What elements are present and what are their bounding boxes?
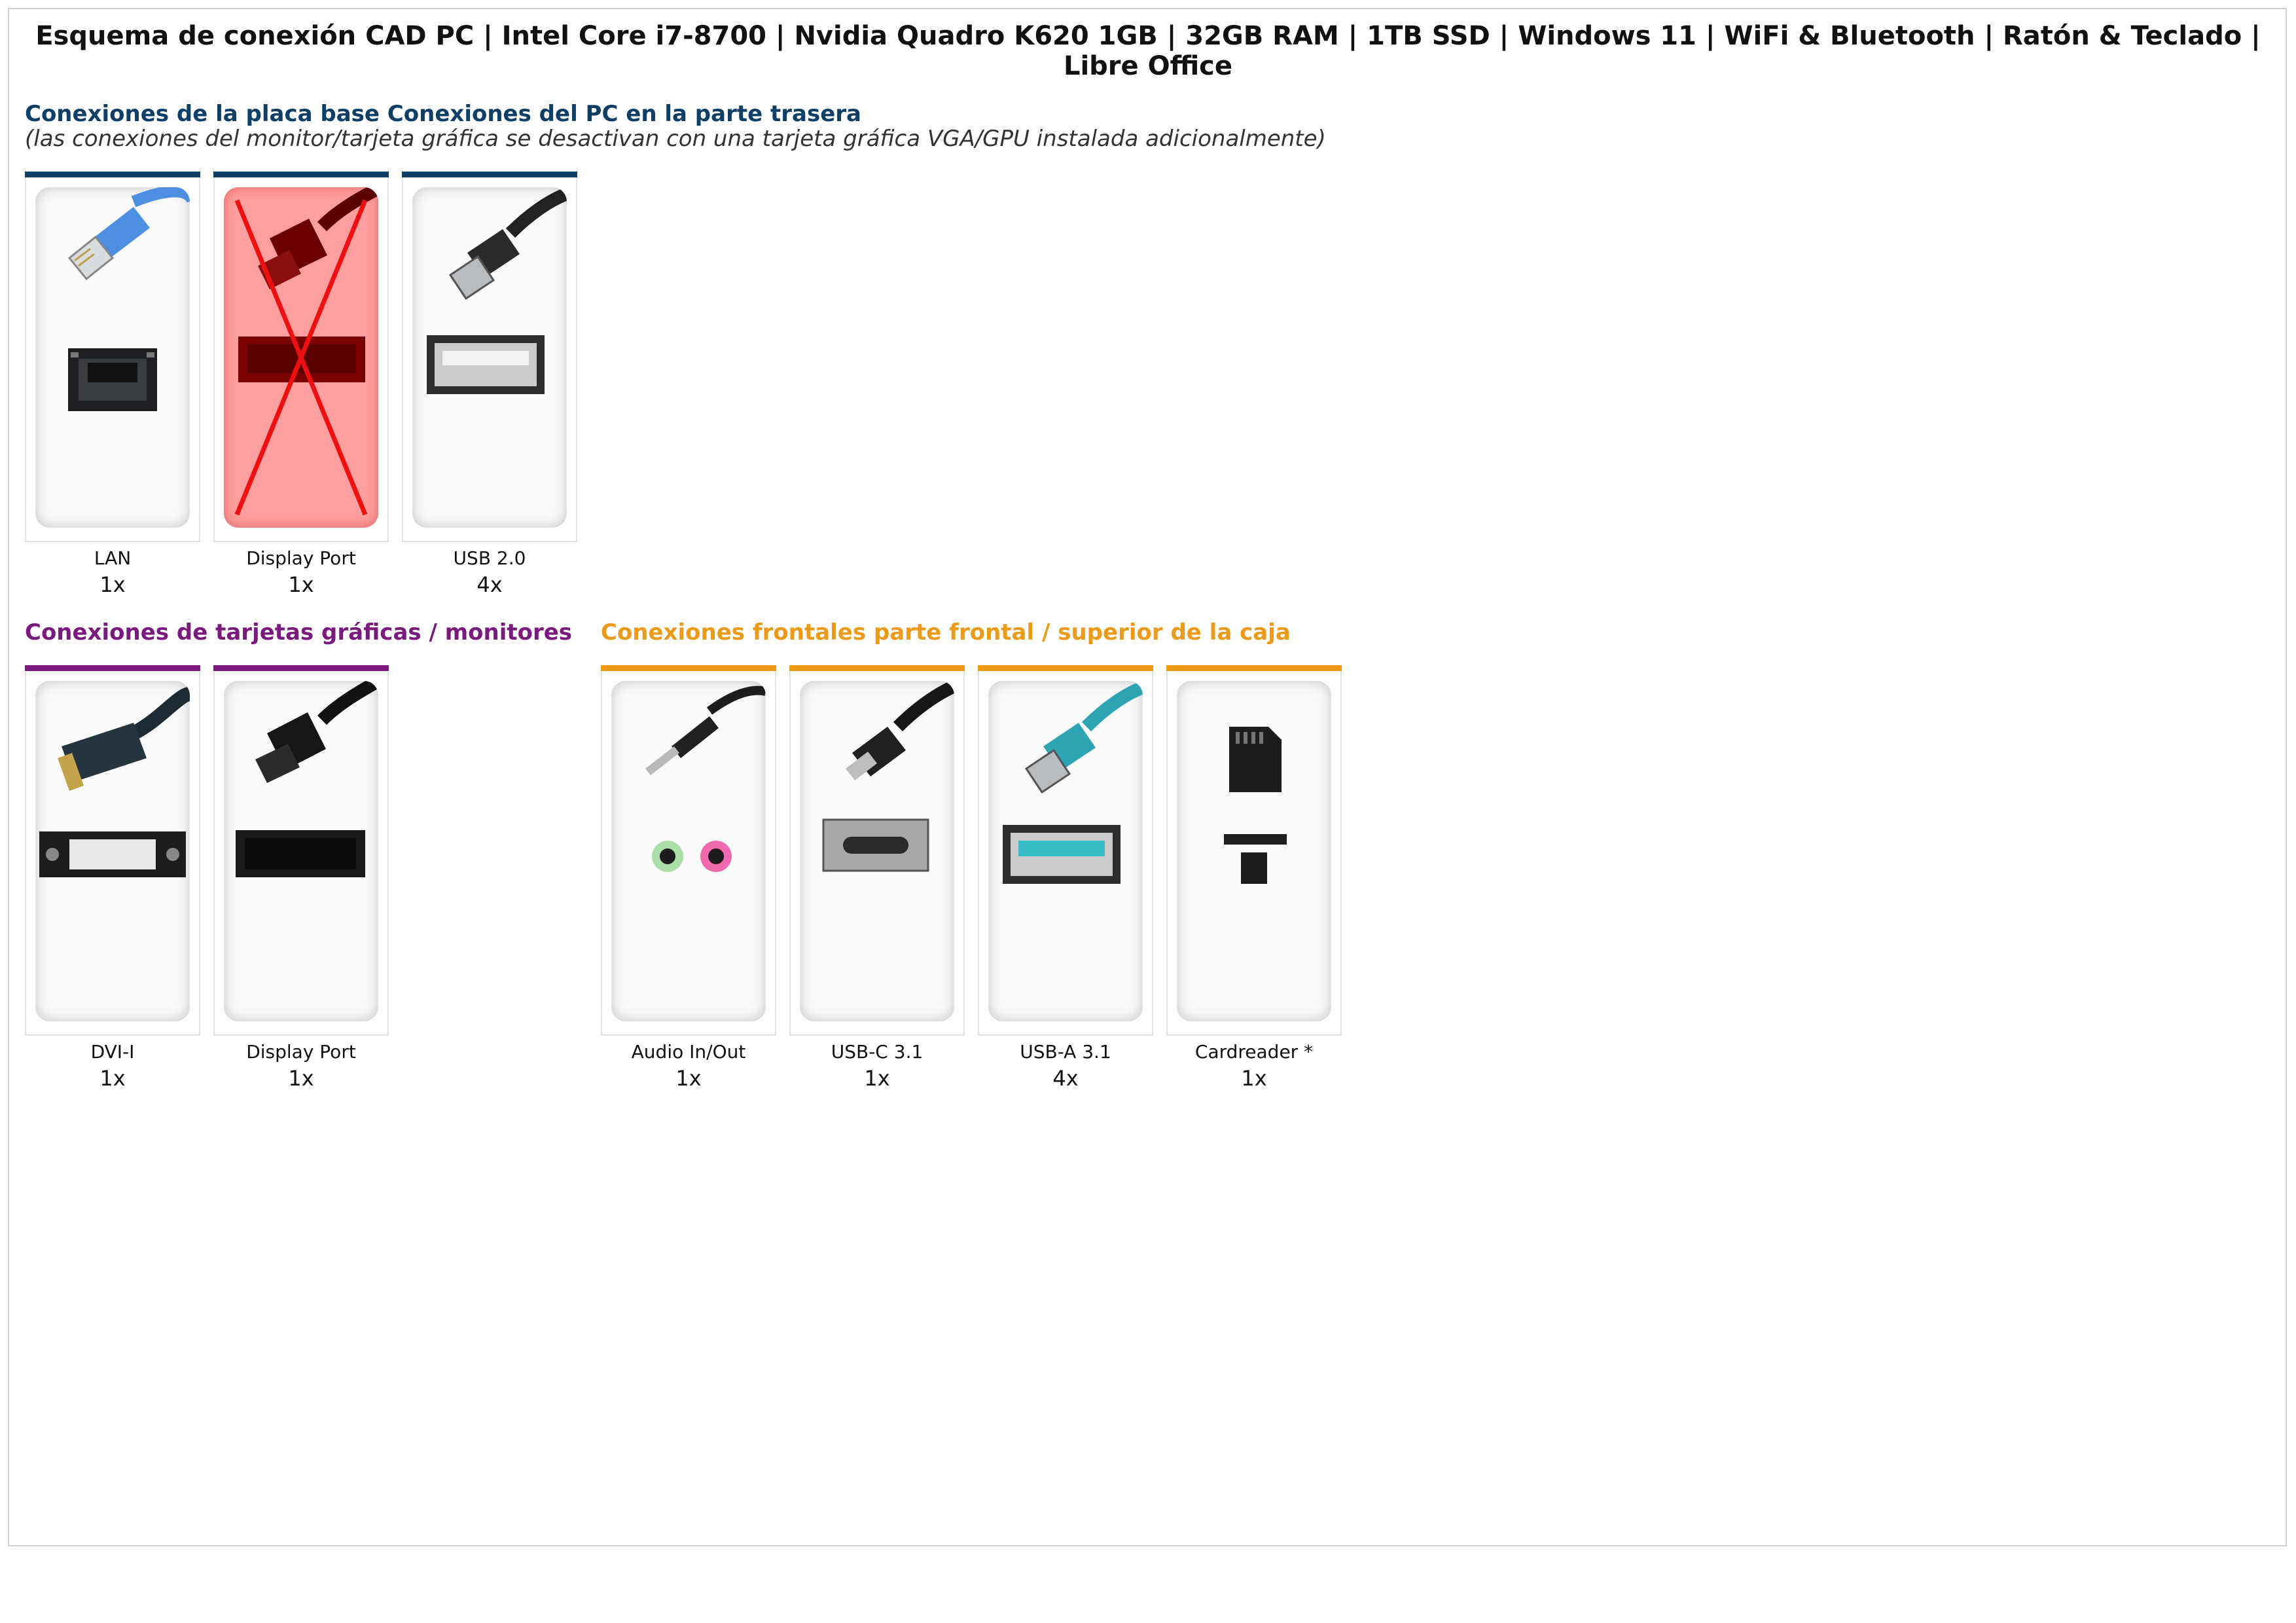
usb-a-icon bbox=[427, 187, 567, 394]
page-title: Esquema de conexión CAD PC | Intel Core … bbox=[35, 21, 2261, 81]
usb-c-icon bbox=[822, 681, 954, 872]
port-label-displayport-rear: Display Port bbox=[246, 547, 356, 569]
port-label-usbc: USB-C 3.1 bbox=[831, 1041, 924, 1063]
port-card-lan bbox=[25, 172, 200, 542]
port-count-displayport-gpu: 1x bbox=[288, 1066, 314, 1091]
port-card-usbc bbox=[789, 665, 965, 1036]
rear-section-heading: Conexiones de la placa base Conexiones d… bbox=[25, 101, 861, 127]
port-label-lan: LAN bbox=[94, 547, 132, 569]
port-label-usb20: USB 2.0 bbox=[453, 547, 526, 569]
gpu-section-heading: Conexiones de tarjetas gráficas / monito… bbox=[25, 619, 573, 646]
port-count-dvi: 1x bbox=[99, 1066, 126, 1091]
port-count-usbc: 1x bbox=[864, 1066, 890, 1091]
port-count-audio: 1x bbox=[675, 1066, 702, 1091]
port-count-lan: 1x bbox=[99, 572, 126, 597]
port-card-dvi bbox=[25, 665, 200, 1036]
port-label-audio: Audio In/Out bbox=[631, 1041, 746, 1063]
port-card-usba31 bbox=[978, 665, 1153, 1036]
disabled-cross-icon bbox=[234, 199, 368, 516]
port-label-displayport-gpu: Display Port bbox=[246, 1041, 356, 1063]
page-frame bbox=[8, 8, 2287, 1546]
audio-jack-icon bbox=[645, 685, 766, 872]
port-card-usb20 bbox=[402, 172, 577, 542]
dvi-icon bbox=[39, 687, 190, 877]
port-count-cardreader: 1x bbox=[1241, 1066, 1267, 1091]
port-count-displayport-rear: 1x bbox=[288, 572, 314, 597]
usb-a-31-icon bbox=[1003, 681, 1143, 884]
port-card-displayport-disabled bbox=[213, 172, 389, 542]
port-card-audio bbox=[601, 665, 776, 1036]
port-label-cardreader: Cardreader * bbox=[1194, 1041, 1314, 1063]
port-count-usba31: 4x bbox=[1052, 1066, 1079, 1091]
sd-card-icon bbox=[1224, 727, 1287, 884]
port-count-usb20: 4x bbox=[476, 572, 503, 597]
port-label-dvi: DVI-I bbox=[90, 1041, 135, 1063]
port-label-usba31: USB-A 3.1 bbox=[1020, 1041, 1111, 1063]
port-card-displayport-gpu bbox=[213, 665, 389, 1036]
front-section-heading: Conexiones frontales parte frontal / sup… bbox=[601, 619, 1291, 646]
displayport-icon bbox=[236, 681, 378, 877]
lan-icon bbox=[67, 187, 190, 411]
port-card-cardreader bbox=[1166, 665, 1342, 1036]
rear-section-note: (las conexiones del monitor/tarjeta gráf… bbox=[25, 126, 1326, 152]
